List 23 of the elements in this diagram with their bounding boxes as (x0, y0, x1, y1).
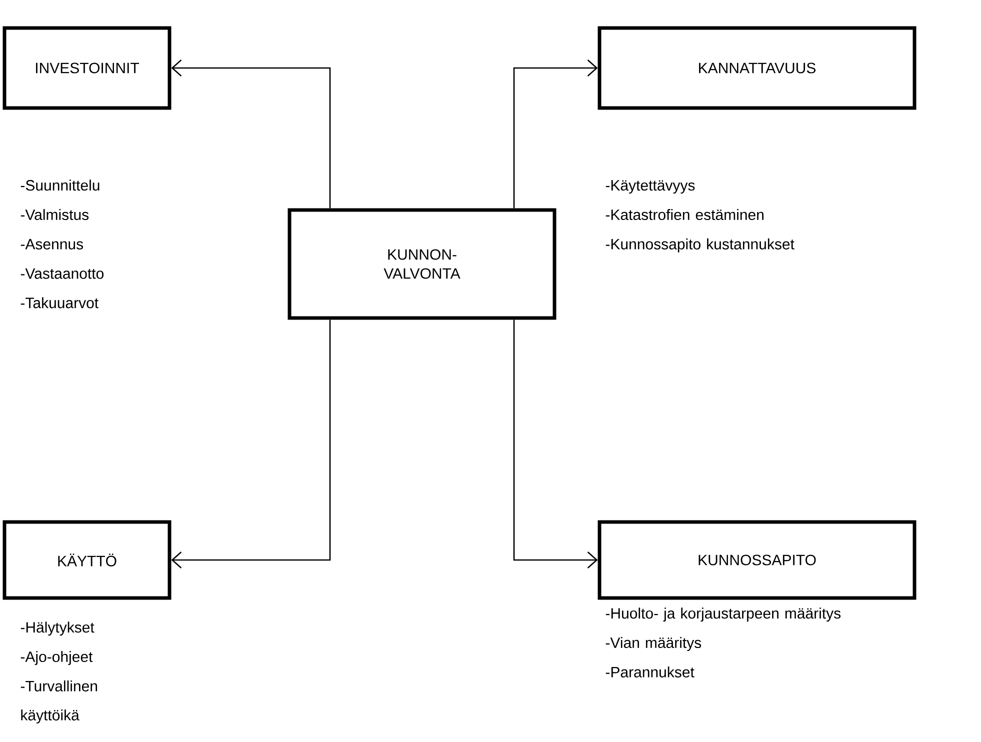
list-item: -Parannukset (606, 666, 694, 678)
process-box: KÄYTTÖ (2, 520, 172, 600)
list-item: -Ajo-ohjeet (20, 651, 93, 666)
arrow (513, 320, 598, 568)
list-item: -Vastaanotto (20, 268, 104, 279)
process-box: KUNNOSSAPITO (598, 520, 916, 600)
process-box: KANNATTAVUUS (598, 26, 916, 110)
arrow (513, 60, 598, 208)
arrow (171, 60, 331, 208)
list-item: -Huolto- ja korjaustarpeen määritys (606, 608, 841, 622)
list-item: -Kunnossapito kustannukset (606, 238, 794, 252)
list-item: -Suunnittelu (20, 180, 100, 191)
list-item: -Vian määritys (606, 637, 702, 652)
list-item: -Käytettävyys (606, 180, 695, 194)
process-box: KUNNON- VALVONTA (288, 208, 556, 320)
list-item: -Turvallinen käyttöikä (20, 680, 98, 724)
list-item: -Asennus (20, 238, 83, 250)
list-item: -Takuuarvot (20, 297, 98, 308)
process-box: INVESTOINNIT (2, 26, 172, 110)
arrow (171, 320, 331, 568)
list-item: -Katastrofien estäminen (606, 209, 764, 220)
list-item: -Hälytykset (20, 622, 94, 636)
list-item: -Valmistus (20, 209, 89, 220)
